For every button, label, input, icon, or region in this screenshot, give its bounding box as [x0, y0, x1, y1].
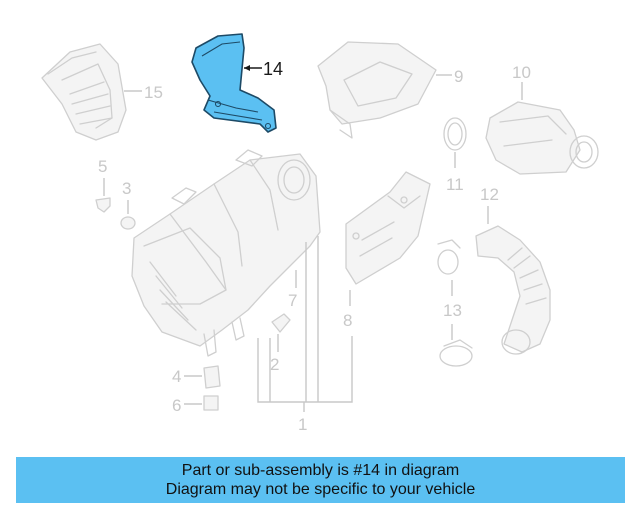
callout-8: 8 [343, 311, 352, 330]
callout-4: 4 [172, 367, 181, 386]
leader-14-arrow [244, 65, 250, 71]
leader-1-group [257, 236, 353, 412]
part-4-grommet [203, 365, 221, 389]
callout-15: 15 [144, 83, 163, 102]
part-11-o-ring [443, 117, 467, 151]
part-3-nut [120, 216, 136, 230]
callout-5: 5 [98, 157, 107, 176]
callout-13: 13 [443, 301, 462, 320]
part-15-intake-hose [41, 43, 127, 141]
part-9-cover [317, 41, 437, 139]
callout-7: 7 [288, 291, 297, 310]
callout-1: 1 [298, 415, 307, 434]
info-banner: Part or sub-assembly is #14 in diagram D… [16, 457, 625, 503]
part-6-grommet [203, 395, 219, 411]
part-13-clamp [437, 239, 473, 367]
part-5-bolt [95, 197, 111, 213]
callout-9: 9 [454, 67, 463, 86]
callout-14: 14 [263, 59, 283, 79]
part-10-air-flow-meter [485, 101, 599, 175]
callout-12: 12 [480, 185, 499, 204]
parts-diagram: 15 14 9 10 11 5 3 [41, 33, 599, 434]
part-8-bracket [345, 171, 431, 285]
part-14-air-duct [191, 33, 277, 133]
part-12-hose [475, 225, 551, 355]
callout-2: 2 [270, 355, 279, 374]
banner-line-2: Diagram may not be specific to your vehi… [165, 481, 476, 498]
callout-10: 10 [512, 63, 531, 82]
part-2-clip [271, 313, 291, 333]
callout-6: 6 [172, 396, 181, 415]
part-air-cleaner-housing [131, 149, 321, 357]
callout-11: 11 [446, 175, 464, 194]
banner-line-1: Part or sub-assembly is #14 in diagram [181, 462, 460, 479]
callout-3: 3 [122, 179, 131, 198]
